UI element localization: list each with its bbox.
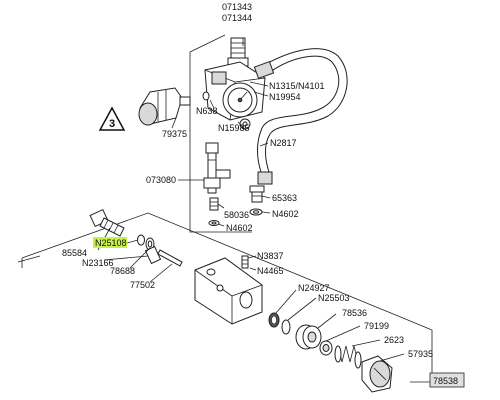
label-85584: 85584 — [62, 248, 87, 258]
spring-2623 — [334, 345, 362, 369]
label-78688: 78688 — [110, 266, 135, 276]
label-57935: 57935 — [408, 349, 433, 359]
screw-n3837 — [241, 255, 249, 269]
oring-n25108 — [137, 234, 145, 246]
label-assembly-78538: 78538 — [433, 376, 458, 386]
warning-number: 3 — [109, 118, 115, 130]
fitting-65363 — [249, 185, 265, 203]
label-78536: 78536 — [342, 308, 367, 318]
label-79375: 79375 — [162, 129, 187, 139]
label-79199: 79199 — [364, 321, 389, 331]
label-2623: 2623 — [384, 335, 404, 345]
oring-n24927 — [268, 312, 280, 328]
label-n15985: N15985 — [218, 123, 250, 133]
tee-fitting — [203, 142, 231, 194]
label-n4465: N4465 — [257, 266, 284, 276]
label-n25503: N25503 — [318, 293, 350, 303]
highlight-n25108 — [93, 237, 127, 248]
assembly-callout-box — [429, 372, 465, 388]
label-n19954: N19954 — [269, 92, 301, 102]
nozzle-n23166 — [144, 245, 162, 265]
washer-n4602-right — [249, 208, 263, 216]
label-071344: 071344 — [222, 13, 252, 23]
label-65363: 65363 — [272, 193, 297, 203]
label-n1315: N1315/N4101 — [269, 81, 325, 91]
washer-n25503 — [281, 319, 291, 335]
label-n638: N638 — [196, 106, 218, 116]
hose — [253, 48, 348, 185]
warning-triangle-icon: 3 — [98, 106, 126, 131]
end-cap-57935 — [361, 355, 393, 393]
regulator-knob — [227, 37, 249, 67]
valve-seat-78536 — [295, 324, 322, 350]
label-77502: 77502 — [130, 280, 155, 290]
label-n4602-right: N4602 — [272, 209, 299, 219]
washer-78688 — [145, 237, 155, 251]
part-labels: 071343 071344 N1315/N4101 N19954 N638 N1… — [62, 2, 465, 388]
adjuster-79375 — [138, 87, 191, 126]
washer-n4602-left — [208, 220, 220, 226]
label-n3837: N3837 — [257, 251, 284, 261]
label-n24927: N24927 — [298, 283, 330, 293]
upper-frame — [189, 34, 252, 233]
label-071343: 071343 — [222, 2, 252, 12]
label-58036: 58036 — [224, 210, 249, 220]
label-n23166: N23166 — [82, 258, 114, 268]
label-n25108: N25108 — [95, 238, 127, 248]
fitting-58036 — [209, 197, 219, 211]
valve-79199 — [319, 340, 333, 356]
label-073080: 073080 — [146, 175, 176, 185]
oring-n638 — [202, 91, 210, 101]
pin-77502 — [157, 249, 183, 267]
manifold-block — [194, 257, 263, 325]
inlet-fitting — [89, 208, 125, 237]
label-n4602-left: N4602 — [226, 223, 253, 233]
label-n2817: N2817 — [270, 138, 297, 148]
pressure-gauge — [222, 82, 258, 118]
